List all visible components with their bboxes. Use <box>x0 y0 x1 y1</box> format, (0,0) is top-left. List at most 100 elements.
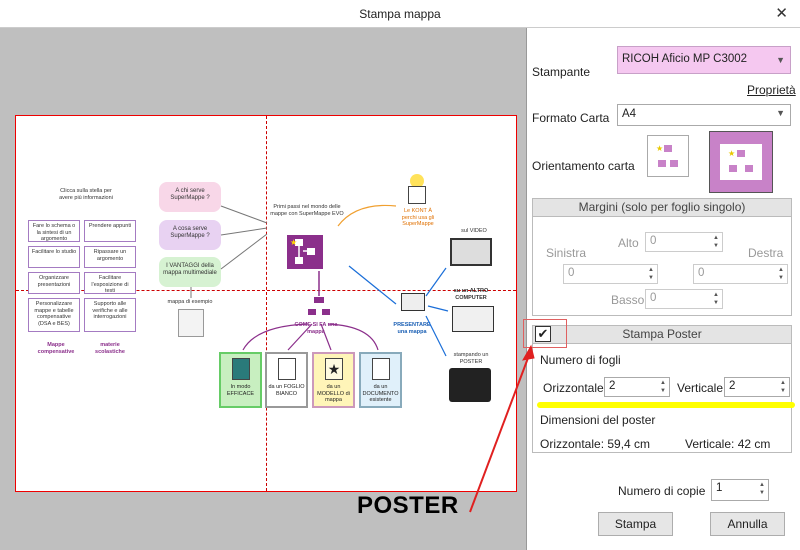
poster-dimensions-label: Dimensioni del poster <box>540 413 656 427</box>
info-icon <box>232 358 250 380</box>
card-label: da un MODELLO di mappa <box>317 384 350 403</box>
properties-link[interactable]: Proprietà <box>747 83 796 97</box>
map-pill: A chi serve SuperMappe ? <box>159 182 221 212</box>
paper-format-value: A4 <box>622 108 637 120</box>
laptop-icon <box>450 238 492 266</box>
left-margin-label: Sinistra <box>546 246 587 260</box>
sun-icon <box>410 174 424 188</box>
spin-down-icon[interactable]: ▼ <box>778 275 784 281</box>
printer-value: RICOH Aficio MP C3002 <box>622 53 748 65</box>
copies-label: Numero di copie <box>618 484 706 498</box>
bottom-margin-label: Basso <box>611 293 645 307</box>
spin-up-icon[interactable]: ▲ <box>648 267 654 273</box>
paper-icon <box>408 186 426 204</box>
video-label: sul VIDEO <box>461 228 487 234</box>
map-box: Supporto alle verifiche e alle interroga… <box>84 298 136 332</box>
how-label: COME SI FA una mappa <box>294 322 338 335</box>
map-box: Organizzare presentazioni <box>28 272 80 294</box>
portrait-orientation-button[interactable]: ★ <box>647 135 689 177</box>
spin-down-icon[interactable]: ▼ <box>713 243 719 249</box>
landscape-orientation-button[interactable]: ★ <box>709 131 773 193</box>
map-box: Fare lo schema o la sintesi di un argome… <box>28 220 80 242</box>
map-card: In modo EFFICACE <box>219 352 262 408</box>
click-hint: Clicca sulla stella per avere più inform… <box>59 188 113 201</box>
poster-checkbox[interactable]: ✔ <box>535 326 551 342</box>
poster-horizontal-label: Orizzontale <box>543 381 604 395</box>
projector-screen-icon <box>401 293 425 311</box>
left-margin-value: 0 <box>568 267 575 279</box>
chevron-down-icon[interactable]: ▼ <box>776 108 785 118</box>
margins-title: Margini (solo per foglio singolo) <box>533 199 791 217</box>
top-margin-label: Alto <box>618 236 639 250</box>
sheets-count-label: Numero di fogli <box>540 353 621 367</box>
map-box: Facilitare lo studio <box>28 246 80 268</box>
spin-up-icon[interactable]: ▲ <box>778 267 784 273</box>
cancel-button[interactable]: Annulla <box>710 512 785 536</box>
margins-group: Margini (solo per foglio singolo) <box>532 198 792 316</box>
map-pill: I VANTAGGI della mappa multimediale <box>159 257 221 287</box>
bottom-margin-value: 0 <box>650 292 657 304</box>
spin-down-icon[interactable]: ▼ <box>759 490 765 496</box>
yellow-highlight-stroke <box>537 402 795 408</box>
spin-down-icon[interactable]: ▼ <box>780 388 786 394</box>
top-margin-value: 0 <box>650 235 657 247</box>
map-label: Mappe compensative <box>37 342 75 355</box>
page-cut-vertical <box>266 116 267 491</box>
example-label: mappa di esempio <box>167 299 213 305</box>
kont-label: Le KONT À perchi usa gli SuperMappe <box>401 208 435 227</box>
landscape-icon: ★ <box>720 144 762 180</box>
paper-format-select[interactable]: A4 ▼ <box>617 104 791 126</box>
bottom-margin-input[interactable]: 0 ▲ ▼ <box>645 289 723 309</box>
poster-vertical-input[interactable]: 2 ▲ ▼ <box>724 377 790 397</box>
paper-format-label: Formato Carta <box>532 111 610 125</box>
map-card: ★ da un MODELLO di mappa <box>312 352 355 408</box>
spin-up-icon[interactable]: ▲ <box>780 380 786 386</box>
map-label: materie scolastiche <box>95 342 125 355</box>
top-margin-input[interactable]: 0 ▲ ▼ <box>645 232 723 252</box>
poster-group: Stampa Poster <box>532 325 792 453</box>
svg-text:★: ★ <box>656 144 663 153</box>
poster-vertical-value: 2 <box>729 380 736 392</box>
poster-title: Stampa Poster <box>533 326 791 344</box>
spin-down-icon[interactable]: ▼ <box>648 275 654 281</box>
card-label: da un DOCUMENTO esistente <box>362 384 399 403</box>
left-margin-input[interactable]: 0 ▲ ▼ <box>563 264 658 284</box>
card-label: da un FOGLIO BIANCO <box>268 384 305 397</box>
poster-dimension-vertical: Verticale: 42 cm <box>685 437 771 451</box>
blank-page-icon <box>278 358 296 380</box>
map-box: Prendere appunti <box>84 220 136 242</box>
map-box: Facilitare l'esposizione di testi <box>84 272 136 294</box>
spin-down-icon[interactable]: ▼ <box>713 300 719 306</box>
page-cut-horizontal <box>16 290 516 291</box>
copies-value: 1 <box>716 482 723 494</box>
printer-select[interactable]: RICOH Aficio MP C3002 ▼ <box>617 46 791 74</box>
map-box: Ripassare un argomento <box>84 246 136 268</box>
right-margin-input[interactable]: 0▲▼ <box>693 264 788 284</box>
spin-up-icon[interactable]: ▲ <box>713 235 719 241</box>
chevron-down-icon[interactable]: ▼ <box>776 55 785 65</box>
poster-dimension-horizontal: Orizzontale: 59,4 cm <box>540 437 651 451</box>
poster-print-label: stampando un POSTER <box>453 352 489 365</box>
spin-down-icon[interactable]: ▼ <box>660 388 666 394</box>
star-icon: ★ <box>325 358 343 380</box>
print-button[interactable]: Stampa <box>598 512 673 536</box>
whiteboard-icon <box>452 306 494 332</box>
spin-up-icon[interactable]: ▲ <box>713 292 719 298</box>
orientation-label: Orientamento carta <box>532 159 635 173</box>
spin-up-icon[interactable]: ▲ <box>660 380 666 386</box>
card-label: In modo EFFICACE <box>226 384 255 397</box>
poster-annotation-label: POSTER <box>357 492 459 519</box>
close-icon[interactable]: ✕ <box>775 5 788 22</box>
portrait-icon: ★ <box>656 144 678 167</box>
window-title: Stampa mappa <box>359 7 441 21</box>
document-icon <box>372 358 390 380</box>
svg-text:★: ★ <box>728 149 735 158</box>
print-preview-area: Clicca sulla stella per avere più inform… <box>0 28 527 550</box>
small-map-icon <box>308 297 330 319</box>
preview-page: Clicca sulla stella per avere più inform… <box>15 115 517 492</box>
poster-horizontal-input[interactable]: 2▲▼ <box>604 377 670 397</box>
copies-input[interactable]: 1 ▲ ▼ <box>711 479 769 501</box>
map-card: da un DOCUMENTO esistente <box>359 352 402 408</box>
spin-up-icon[interactable]: ▲ <box>759 482 765 488</box>
right-margin-label: Destra <box>748 246 784 260</box>
